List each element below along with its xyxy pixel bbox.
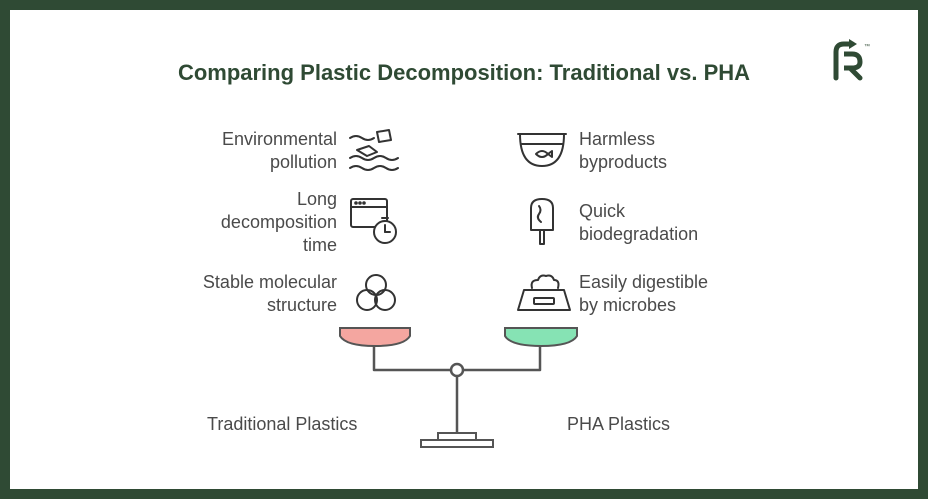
right-scale-pan [504,327,578,348]
scale-cloud-icon [517,274,571,311]
label-easily-digestible: Easily digestible by microbes [579,272,709,315]
caption-traditional-plastics: Traditional Plastics [207,414,358,434]
browser-clock-icon [350,198,397,244]
scale-stand-top [437,432,477,441]
label-long-decomposition-time: Long decomposition time [220,189,337,255]
svg-text:™: ™ [864,43,870,50]
scale-pivot [449,362,465,378]
fishbowl-icon [517,133,567,167]
caption-pha-plastics: PHA Plastics [567,414,671,434]
label-environmental-pollution: Environmental pollution [221,129,337,172]
label-harmless-byproducts: Harmless byproducts [579,129,668,172]
label-quick-biodegradation: Quick biodegradation [579,201,699,244]
diagram-title: Comparing Plastic Decomposition: Traditi… [177,60,751,85]
label-stable-molecular-structure: Stable molecular structure [202,272,337,315]
brand-logo-icon: ™ [833,39,870,81]
left-scale-pan [339,327,411,348]
scale-stand-base [420,439,494,448]
diagram-frame [10,10,918,489]
polluted-water-icon [349,129,399,171]
popsicle-icon [530,198,554,245]
molecule-icon [356,274,396,311]
